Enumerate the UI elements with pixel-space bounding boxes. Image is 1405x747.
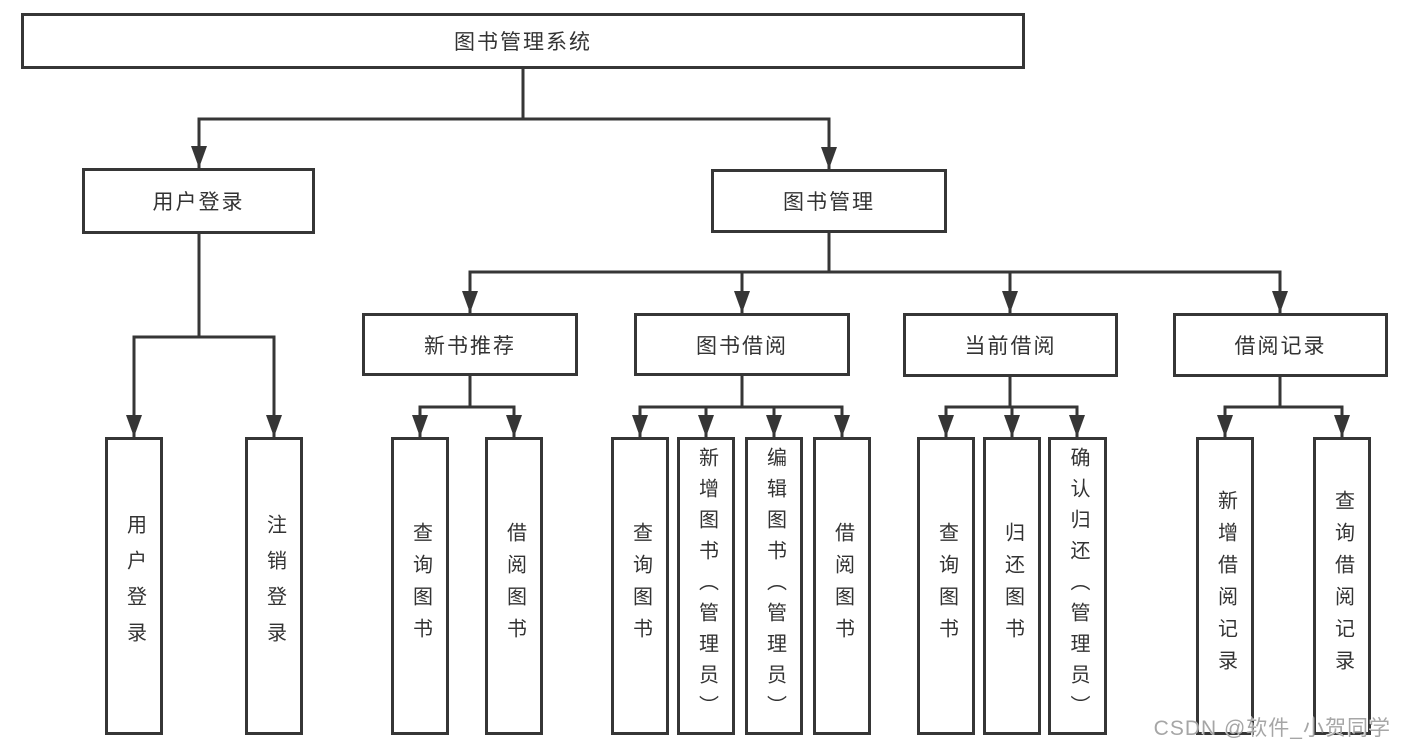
node-label: 图书借阅 [696,334,788,358]
leaf-label: 查询图书 [629,522,652,650]
connector-book-management-split [468,231,1282,274]
node-current-borrowing: 当前借阅 [903,313,1118,377]
leaf-query-borrow-record: 查询借阅记录 [1313,437,1371,735]
node-book-management: 图书管理 [711,169,947,233]
connector-book-borrow-split [638,374,844,409]
node-label: 用户登录 [152,191,245,214]
leaf-borrow-books: 借阅图书 [813,437,871,735]
leaf-logout: 注销登录 [245,437,303,735]
leaf-label: 查询图书 [409,522,432,650]
leaf-add-borrow-record: 新增借阅记录 [1196,437,1254,735]
leaf-label: 借阅图书 [503,522,526,650]
leaf-query-books-newbook: 查询图书 [391,437,449,735]
leaf-return-books: 归还图书 [983,437,1041,735]
node-label: 新书推荐 [424,334,516,358]
csdn-watermark: CSDN @软件_小贺同学 [1153,717,1391,740]
leaf-user-login: 用户登录 [105,437,163,735]
node-book-borrowing: 图书借阅 [634,313,850,376]
leaf-confirm-return-admin: 确认归还（管理员） [1048,437,1107,735]
connector-user-login-split [132,232,276,339]
node-label: 图书管理 [783,191,875,214]
leaf-query-books-borrowing: 查询图书 [611,437,669,735]
leaf-label: 借阅图书 [831,522,854,650]
leaf-edit-books-admin: 编辑图书（管理员） [745,437,803,735]
leaf-label: 用户登录 [123,514,146,658]
leaf-label: 查询借阅记录 [1331,490,1354,682]
node-label: 图书管理系统 [454,31,592,54]
leaf-label: 查询图书 [935,522,958,650]
leaf-label: 新增图书（管理员） [695,446,718,726]
connector-current-borrow-split [944,375,1079,409]
node-library-management-system: 图书管理系统 [21,13,1025,69]
node-new-book-recommendation: 新书推荐 [362,313,578,376]
leaf-label: 注销登录 [263,514,286,658]
connector-root-split [197,67,831,121]
leaf-label: 新增借阅记录 [1214,490,1237,682]
connector-new-book-split [418,374,516,409]
leaf-query-books-current: 查询图书 [917,437,975,735]
node-label: 当前借阅 [964,335,1057,358]
leaf-label: 归还图书 [1001,522,1024,650]
leaf-label: 编辑图书（管理员） [763,446,786,726]
connector-borrow-records-split [1223,375,1344,409]
node-borrowing-records: 借阅记录 [1173,313,1388,377]
node-user-login: 用户登录 [82,168,315,234]
node-label: 借阅记录 [1234,335,1327,358]
leaf-label: 确认归还（管理员） [1067,446,1089,726]
leaf-add-books-admin: 新增图书（管理员） [677,437,735,735]
leaf-borrow-books-newbook: 借阅图书 [485,437,543,735]
